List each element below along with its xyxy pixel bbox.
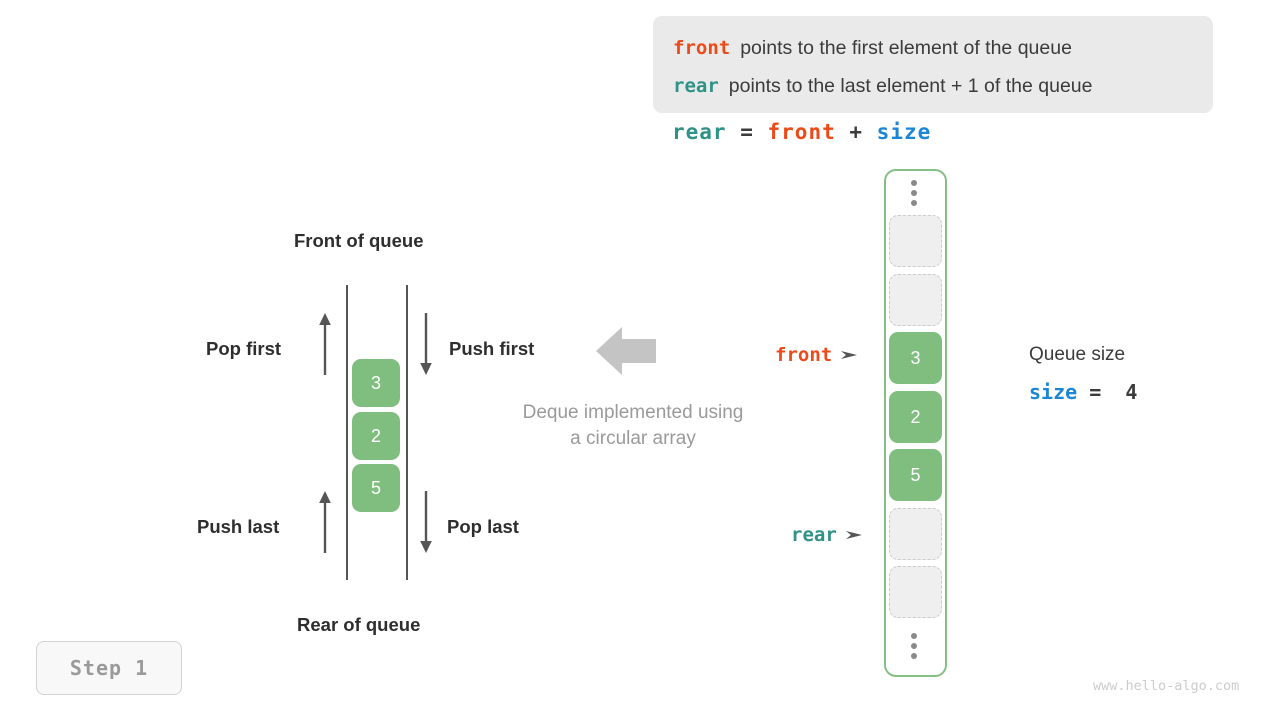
- queue-size-value: size = 4: [1029, 380, 1137, 404]
- legend-front-keyword: front: [673, 37, 731, 59]
- queue-size-var: size: [1029, 380, 1078, 404]
- legend-rear-text: points to the last element + 1 of the qu…: [728, 75, 1093, 97]
- arrow-left-icon: [596, 327, 656, 375]
- formula-rear-term: rear: [672, 120, 727, 144]
- front-pointer-text: front: [775, 344, 833, 366]
- deque-cell: 2: [352, 412, 400, 460]
- array-slot: 3: [889, 332, 942, 384]
- deque-cell: 5: [352, 464, 400, 512]
- formula-plus: +: [835, 120, 877, 144]
- ellipsis-bottom-icon: [911, 633, 919, 663]
- legend-front-text: points to the first element of the queue: [740, 37, 1072, 59]
- queue-size-label: Queue size: [1029, 344, 1126, 365]
- circular-array-caption: Deque implemented using a circular array: [493, 400, 773, 452]
- deque-rail-right: [406, 285, 408, 580]
- formula-size-term: size: [876, 120, 932, 144]
- formula-front-term: front: [767, 120, 836, 144]
- deque-cell: 3: [352, 359, 400, 407]
- step-badge: Step 1: [36, 641, 182, 695]
- front-pointer-label: front: [775, 344, 858, 366]
- front-pointer-arrow-icon: [841, 349, 858, 361]
- rear-pointer-arrow-icon: [845, 529, 862, 541]
- array-slot: 5: [889, 449, 942, 501]
- rear-pointer-label: rear: [791, 524, 862, 546]
- pop-last-arrow-down-icon: [420, 491, 432, 553]
- rear-of-queue-label: Rear of queue: [297, 614, 421, 635]
- array-slot: [889, 215, 942, 267]
- array-slot: [889, 274, 942, 326]
- caption-line-1: Deque implemented using: [522, 402, 744, 423]
- rear-pointer-text: rear: [791, 524, 837, 546]
- caption-line-2: a circular array: [570, 428, 696, 449]
- ellipsis-top-icon: [911, 180, 919, 210]
- pop-first-label: Pop first: [206, 338, 282, 359]
- array-slot: [889, 508, 942, 560]
- legend-line-front: front points to the first element of the …: [673, 33, 1072, 63]
- pop-first-arrow-up-icon: [319, 313, 331, 375]
- push-last-arrow-up-icon: [319, 491, 331, 553]
- legend-box: front points to the first element of the …: [653, 16, 1213, 113]
- rear-formula: rear = front + size: [672, 120, 931, 144]
- deque-rail-left: [346, 285, 348, 580]
- array-slot: 2: [889, 391, 942, 443]
- front-of-queue-label: Front of queue: [294, 230, 424, 251]
- legend-line-rear: rear points to the last element + 1 of th…: [673, 71, 1092, 101]
- queue-size-expression: = 4: [1077, 380, 1138, 404]
- push-first-label: Push first: [449, 338, 535, 359]
- push-first-arrow-down-icon: [420, 313, 432, 375]
- formula-equals: =: [726, 120, 768, 144]
- push-last-label: Push last: [197, 516, 280, 537]
- legend-rear-keyword: rear: [673, 75, 719, 97]
- watermark: www.hello-algo.com: [1093, 678, 1240, 694]
- array-slot: [889, 566, 942, 618]
- pop-last-label: Pop last: [447, 516, 519, 537]
